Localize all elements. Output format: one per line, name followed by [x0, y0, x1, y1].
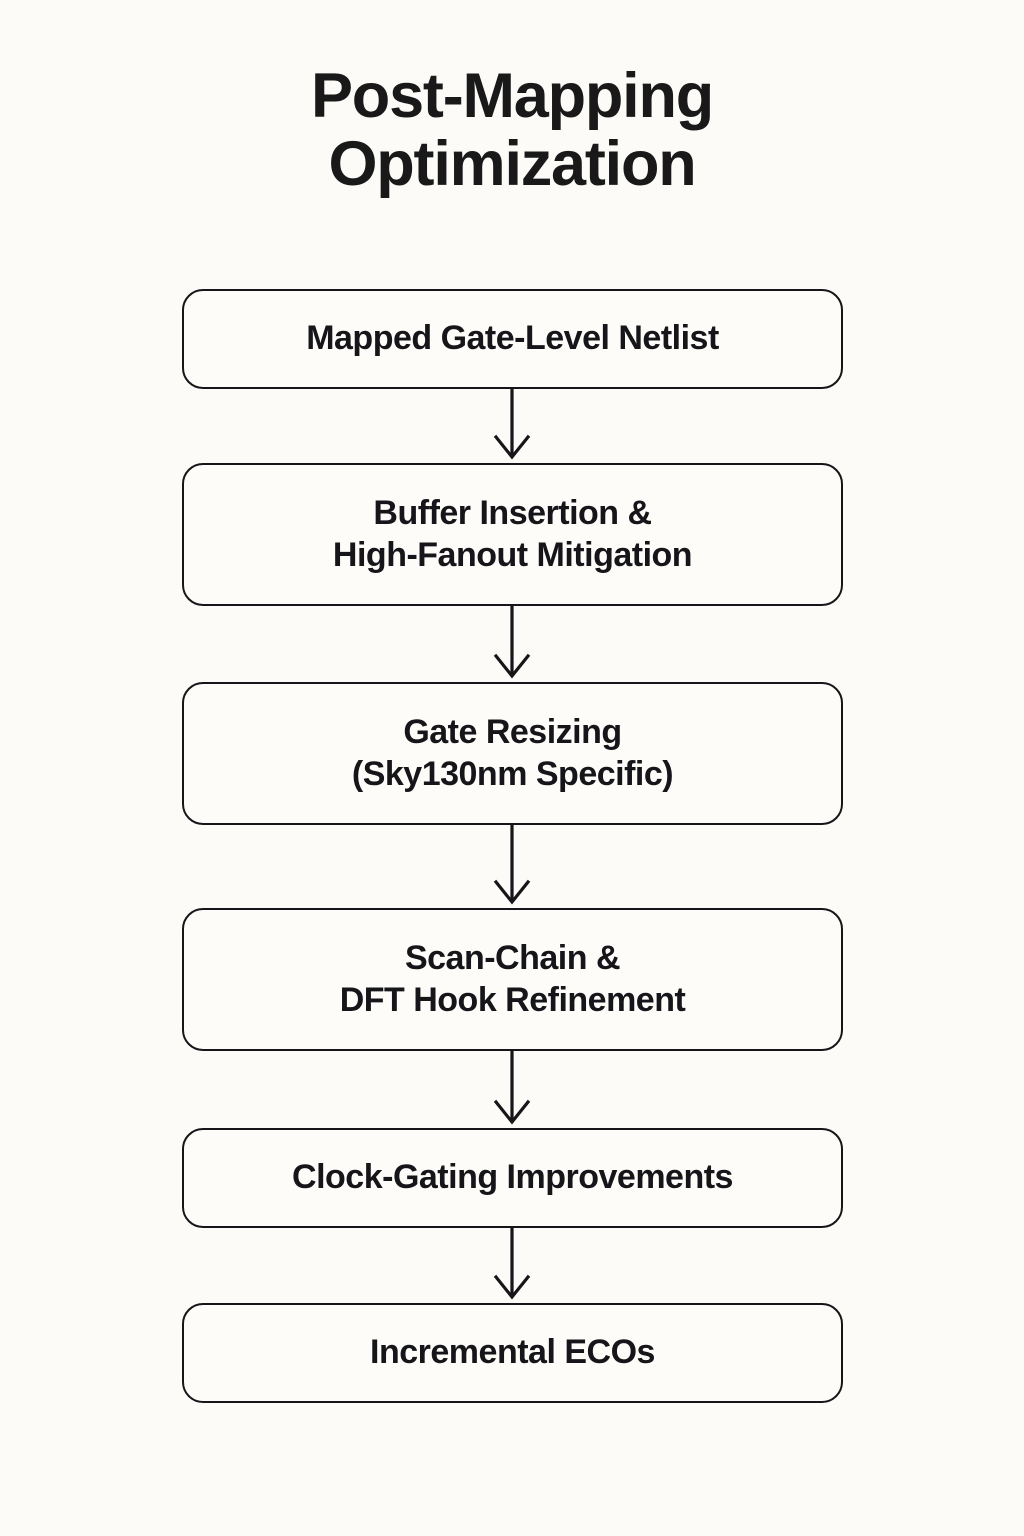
- flow-node-label: Buffer Insertion & High-Fanout Mitigatio…: [332, 494, 693, 574]
- flow-connector-4-to-5: [487, 1051, 537, 1128]
- flow-node-label: Scan-Chain & DFT Hook Refinement: [339, 939, 686, 1019]
- flow-connector-3-to-4: [487, 825, 537, 908]
- flow-node-scan-chain-dft-hook-refinement[interactable]: Scan-Chain & DFT Hook Refinement: [182, 908, 843, 1051]
- flow-node-label: Incremental ECOs: [370, 1333, 655, 1372]
- flow-node-buffer-insertion-high-fanout-mitigation[interactable]: Buffer Insertion & High-Fanout Mitigatio…: [182, 463, 843, 606]
- flow-node-gate-resizing-sky130nm-specific[interactable]: Gate Resizing (Sky130nm Specific): [182, 682, 843, 825]
- flow-node-label: Gate Resizing (Sky130nm Specific): [351, 713, 674, 793]
- flow-node-label: Clock-Gating Improvements: [292, 1158, 733, 1197]
- flow-connector-2-to-3: [487, 606, 537, 682]
- flow-node-mapped-gate-level-netlist[interactable]: Mapped Gate-Level Netlist: [182, 289, 843, 389]
- flow-connector-1-to-2: [487, 389, 537, 463]
- flow-node-incremental-ecos[interactable]: Incremental ECOs: [182, 1303, 843, 1403]
- flow-node-clock-gating-improvements[interactable]: Clock-Gating Improvements: [182, 1128, 843, 1228]
- page-title: Post-Mapping Optimization: [310, 61, 714, 200]
- flow-node-label: Mapped Gate-Level Netlist: [306, 319, 719, 358]
- flow-connector-5-to-6: [487, 1228, 537, 1303]
